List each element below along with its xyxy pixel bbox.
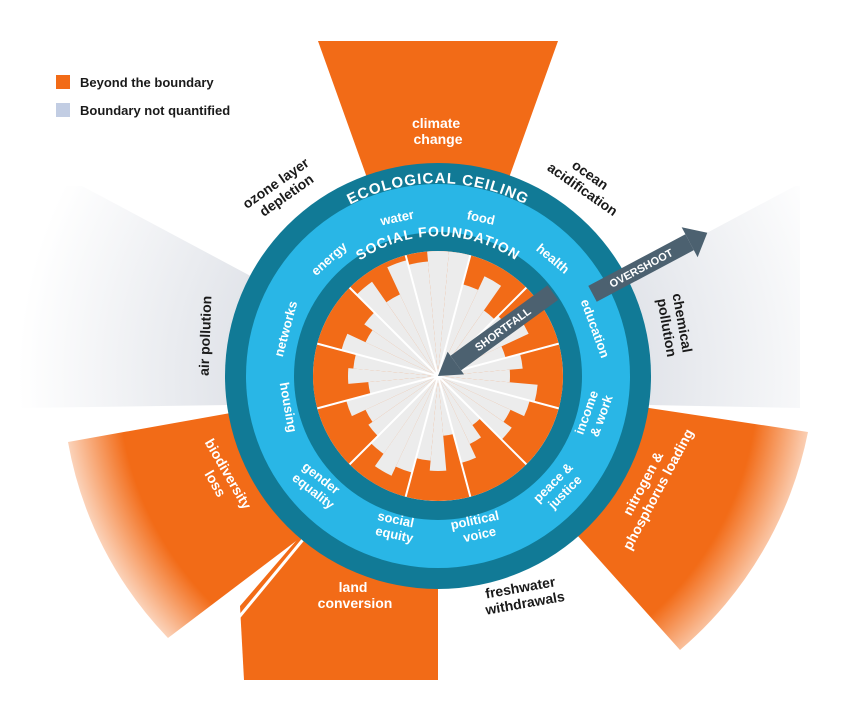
shortfall-wedge xyxy=(427,251,449,376)
eco-label-air-pollution: air pollution xyxy=(196,296,215,377)
shortfall-wedge xyxy=(374,376,438,476)
sector-divider xyxy=(437,375,528,466)
shortfall-wedge xyxy=(438,376,511,422)
social-label-income-work: income & work xyxy=(572,385,617,441)
shortfall-wedge xyxy=(386,294,438,376)
sector-divider xyxy=(317,375,439,410)
legend-beyond-swatch xyxy=(56,75,70,89)
shortfall-wedge xyxy=(368,376,438,437)
shortfall-wedge xyxy=(429,376,447,472)
legend-not-quantified: Boundary not quantified xyxy=(56,96,230,124)
shortfall-wedge xyxy=(387,260,438,376)
eco-label-land-conversion: land conversion xyxy=(318,579,393,611)
legend-beyond: Beyond the boundary xyxy=(56,68,230,96)
shortfall-wedge xyxy=(438,369,510,383)
shortfall-wedge xyxy=(364,312,438,376)
shortfall-wedge xyxy=(438,376,482,444)
shortfall-wedge xyxy=(438,376,530,417)
shortfall-sectors xyxy=(312,251,563,502)
shortfall-wedge xyxy=(365,330,438,376)
legend-not-quantified-label: Boundary not quantified xyxy=(80,102,231,118)
shortfall-wedge xyxy=(356,281,438,376)
sector-divider xyxy=(348,375,439,466)
shortfall-wedge xyxy=(438,376,481,426)
social-label-water: water xyxy=(378,207,415,229)
shortfall-wedge xyxy=(438,376,477,463)
sector-divider xyxy=(437,375,559,410)
shortfall-wedge xyxy=(370,376,438,454)
social-label-food: food xyxy=(466,207,497,228)
legend-beyond-label: Beyond the boundary xyxy=(80,74,214,90)
shortfall-wedge xyxy=(341,333,438,376)
shortfall-wedge xyxy=(346,376,438,417)
shortfall-wedge xyxy=(348,368,438,384)
sector-divider xyxy=(348,286,439,377)
social-label-social-equity: social equity xyxy=(373,508,419,546)
sector-divider xyxy=(437,375,472,497)
shortfall-wedge xyxy=(395,376,438,473)
shortfall-wedge xyxy=(365,376,438,422)
shortfall-wedge xyxy=(438,376,512,440)
legend-not-quantified-swatch xyxy=(56,103,70,117)
sector-divider xyxy=(437,255,472,377)
sector-divider xyxy=(404,255,439,377)
shortfall-wedge xyxy=(438,276,502,376)
eco-label-climate-change: climate change xyxy=(412,115,464,147)
sector-divider xyxy=(404,375,439,497)
legend: Beyond the boundary Boundary not quantif… xyxy=(56,68,230,124)
social-label-political-voice: political voice xyxy=(449,507,507,547)
sector-divider xyxy=(317,342,439,377)
